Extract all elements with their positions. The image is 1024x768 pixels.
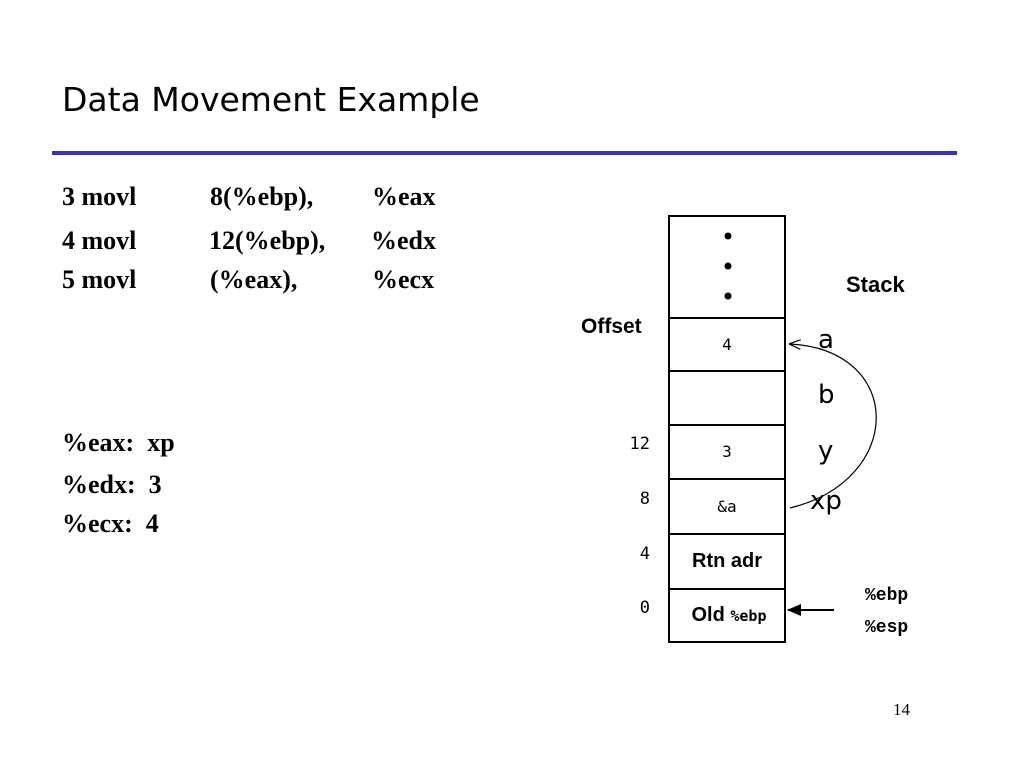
var-xp: xp (810, 486, 842, 516)
stack-cell-old-ebp: Old %ebp (669, 604, 789, 627)
offset-8: 8 (639, 489, 650, 509)
page-number: 14 (893, 700, 910, 719)
register-value: 3 (148, 470, 162, 499)
code-dst: %ecx (372, 265, 435, 294)
register-edx: %edx: 3 (62, 470, 162, 500)
stack-cell-rtn-adr: Rtn adr (692, 550, 762, 572)
code-line-5: 5 movl (%eax), %ecx (62, 265, 434, 295)
stack-cell-3: 3 (722, 442, 732, 461)
stack-cell-4: 4 (722, 335, 732, 354)
stack-dot (724, 262, 732, 270)
title-rule (52, 151, 957, 155)
register-name: %eax: (62, 428, 135, 457)
old-ebp-prefix: Old (691, 604, 731, 626)
register-name: %ecx: (62, 509, 133, 538)
code-src: (%eax), (210, 265, 298, 294)
old-ebp-mono: %ebp (730, 607, 767, 625)
stack-dot (724, 232, 732, 240)
pointer-arrow (790, 344, 877, 509)
register-name: %edx: (62, 470, 136, 499)
code-line-number: 4 (62, 226, 75, 255)
offset-0: 0 (639, 598, 650, 618)
stack-dot (724, 292, 732, 300)
var-b: b (818, 380, 835, 410)
code-dst: %edx (371, 226, 436, 255)
pointer-ebp: %ebp (865, 586, 909, 606)
offset-4: 4 (639, 544, 650, 564)
code-dst: %eax (372, 182, 436, 211)
code-src: 12(%ebp), (209, 226, 326, 255)
code-op: movl (81, 182, 137, 211)
code-src: 8(%ebp), (210, 182, 314, 211)
register-eax: %eax: xp (62, 428, 175, 458)
offset-label: Offset (581, 315, 642, 338)
register-value: xp (147, 428, 175, 457)
var-y: y (818, 436, 834, 466)
stack-cell-addr-a: &a (717, 497, 737, 516)
stack-column (668, 215, 786, 643)
code-op: movl (81, 226, 137, 255)
register-value: 4 (145, 509, 159, 538)
offset-12: 12 (629, 434, 650, 454)
code-line-number: 3 (62, 182, 75, 211)
var-a: a (818, 325, 834, 355)
register-ecx: %ecx: 4 (62, 509, 159, 539)
stack-label: Stack (846, 272, 905, 297)
code-line-3: 3 movl 8(%ebp), %eax (62, 182, 436, 212)
code-line-4: 4 movl 12(%ebp), %edx (62, 226, 436, 256)
slide-title: Data Movement Example (62, 80, 480, 119)
code-line-number: 5 (62, 265, 75, 294)
pointer-esp: %esp (865, 618, 909, 638)
code-op: movl (81, 265, 137, 294)
